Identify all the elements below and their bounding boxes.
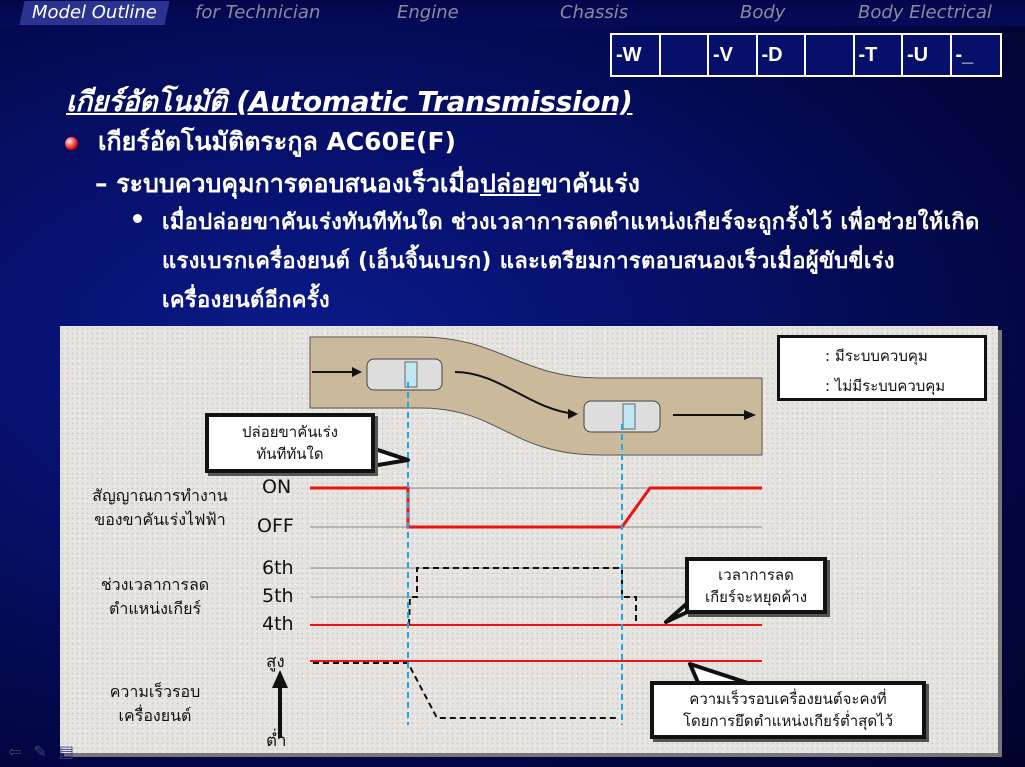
tab-chassis[interactable]: Chassis — [560, 2, 629, 23]
tab-for-technician[interactable]: for Technician — [195, 2, 321, 23]
axis-off: OFF — [257, 515, 294, 537]
arrow-head — [568, 409, 578, 419]
code-cell: -U — [903, 35, 952, 75]
arrow-head — [744, 410, 756, 420]
bullet-ball-icon — [65, 137, 78, 150]
callout-text: ความเร็วรอบเครื่องยนต์จะคงที่ — [689, 690, 887, 708]
label-line: ช่วงเวลาการลด — [100, 575, 210, 594]
tab-body[interactable]: Body — [740, 2, 786, 23]
label-line: สัญญาณการทำงาน — [92, 486, 228, 505]
without-control-lines — [313, 567, 637, 719]
callout-downshift-hold: เวลาการลด เกียร์จะหยุดค้าง — [685, 557, 827, 614]
code-cell: -_ — [955, 44, 974, 66]
slide-nav: ⇦ ✎ ▤ — [8, 742, 74, 761]
page-title: เกียร์อัตโนมัติ (Automatic Transmission) — [66, 85, 633, 118]
tab-body-electrical[interactable]: Body Electrical — [858, 2, 992, 23]
code-cell: -D — [758, 35, 806, 75]
bullet-level2: – ระบบควบคุมการตอบสนองเร็วเมื่อปล่อยขาคั… — [95, 164, 640, 204]
code-cell — [661, 35, 709, 75]
bullet2-text: – ระบบควบคุมการตอบสนองเร็วเมื่อ — [95, 169, 480, 198]
label-line: ของขาคันเร่งไฟฟ้า — [94, 510, 226, 529]
callout-text: เวลาการลด — [718, 566, 794, 584]
legend: : มีระบบควบคุม : ไม่มีระบบควบคุม — [777, 335, 987, 401]
downshift-timing-label: ช่วงเวลาการลดตำแหน่งเกียร์ — [80, 573, 230, 621]
axis-6th: 6th — [262, 557, 294, 579]
code-cell — [806, 35, 855, 75]
callout-engine-speed: ความเร็วรอบเครื่องยนต์จะคงที่ โดยการยึดต… — [650, 681, 926, 739]
axis-5th: 5th — [262, 585, 294, 607]
engine-speed-label: ความเร็วรอบเครื่องยนต์ — [80, 680, 230, 728]
callout-text: ทันทีทันใด — [256, 445, 324, 463]
top-nav: Model Outline for Technician Engine Chas… — [0, 0, 1025, 26]
axis-low: ต่ำ — [266, 731, 287, 751]
back-arrow-icon[interactable]: ⇦ — [8, 742, 22, 761]
pedal-signal-label: สัญญาณการทำงานของขาคันเร่งไฟฟ้า — [75, 484, 245, 532]
bullet-dot-icon — [133, 214, 142, 223]
with-control-lines — [310, 486, 762, 662]
event-lines — [407, 382, 623, 725]
callout-text: โดยการยึดตำแหน่งเกียร์ต่ำสุดไว้ — [682, 712, 894, 730]
label-line: เครื่องยนต์ — [118, 706, 192, 725]
callout-release-pedal: ปล่อยขาคันเร่ง ทันทีทันใด — [205, 413, 375, 473]
menu-icon[interactable]: ▤ — [58, 742, 74, 761]
arrow-up-icon — [272, 670, 288, 688]
code-cell: -W — [612, 35, 661, 75]
arrow-head — [352, 367, 362, 377]
bullet2-underlined: ปล่อย — [479, 169, 541, 198]
code-cell: -V — [709, 35, 758, 75]
axis-4th: 4th — [262, 613, 294, 635]
axis-on: ON — [262, 476, 292, 498]
callout-text: ปล่อยขาคันเร่ง — [242, 423, 338, 441]
callout-text: เกียร์จะหยุดค้าง — [704, 588, 808, 606]
legend-with-control: : มีระบบควบคุม — [825, 347, 928, 365]
car-2-icon — [583, 400, 661, 433]
label-line: ความเร็วรอบ — [109, 682, 201, 701]
code-cell: -T — [855, 35, 903, 75]
bullet2-text: ขาคันเร่ง — [540, 169, 640, 198]
model-code-boxes: -W -V -D -T -U -_ — [610, 33, 1002, 77]
legend-without-control: : ไม่มีระบบควบคุม — [825, 377, 946, 395]
axis-high: สูง — [266, 652, 285, 672]
car-1-icon — [366, 358, 443, 391]
label-line: ตำแหน่งเกียร์ — [108, 599, 202, 618]
tab-engine[interactable]: Engine — [397, 2, 459, 23]
road — [309, 336, 763, 456]
pen-icon[interactable]: ✎ — [33, 742, 47, 761]
bullet-level1: เกียร์อัตโนมัติตระกูล AC60E(F) — [98, 127, 456, 156]
bullet-level3: เมื่อปล่อยขาคันเร่งทันทีทันใด ช่วงเวลากา… — [162, 210, 980, 313]
